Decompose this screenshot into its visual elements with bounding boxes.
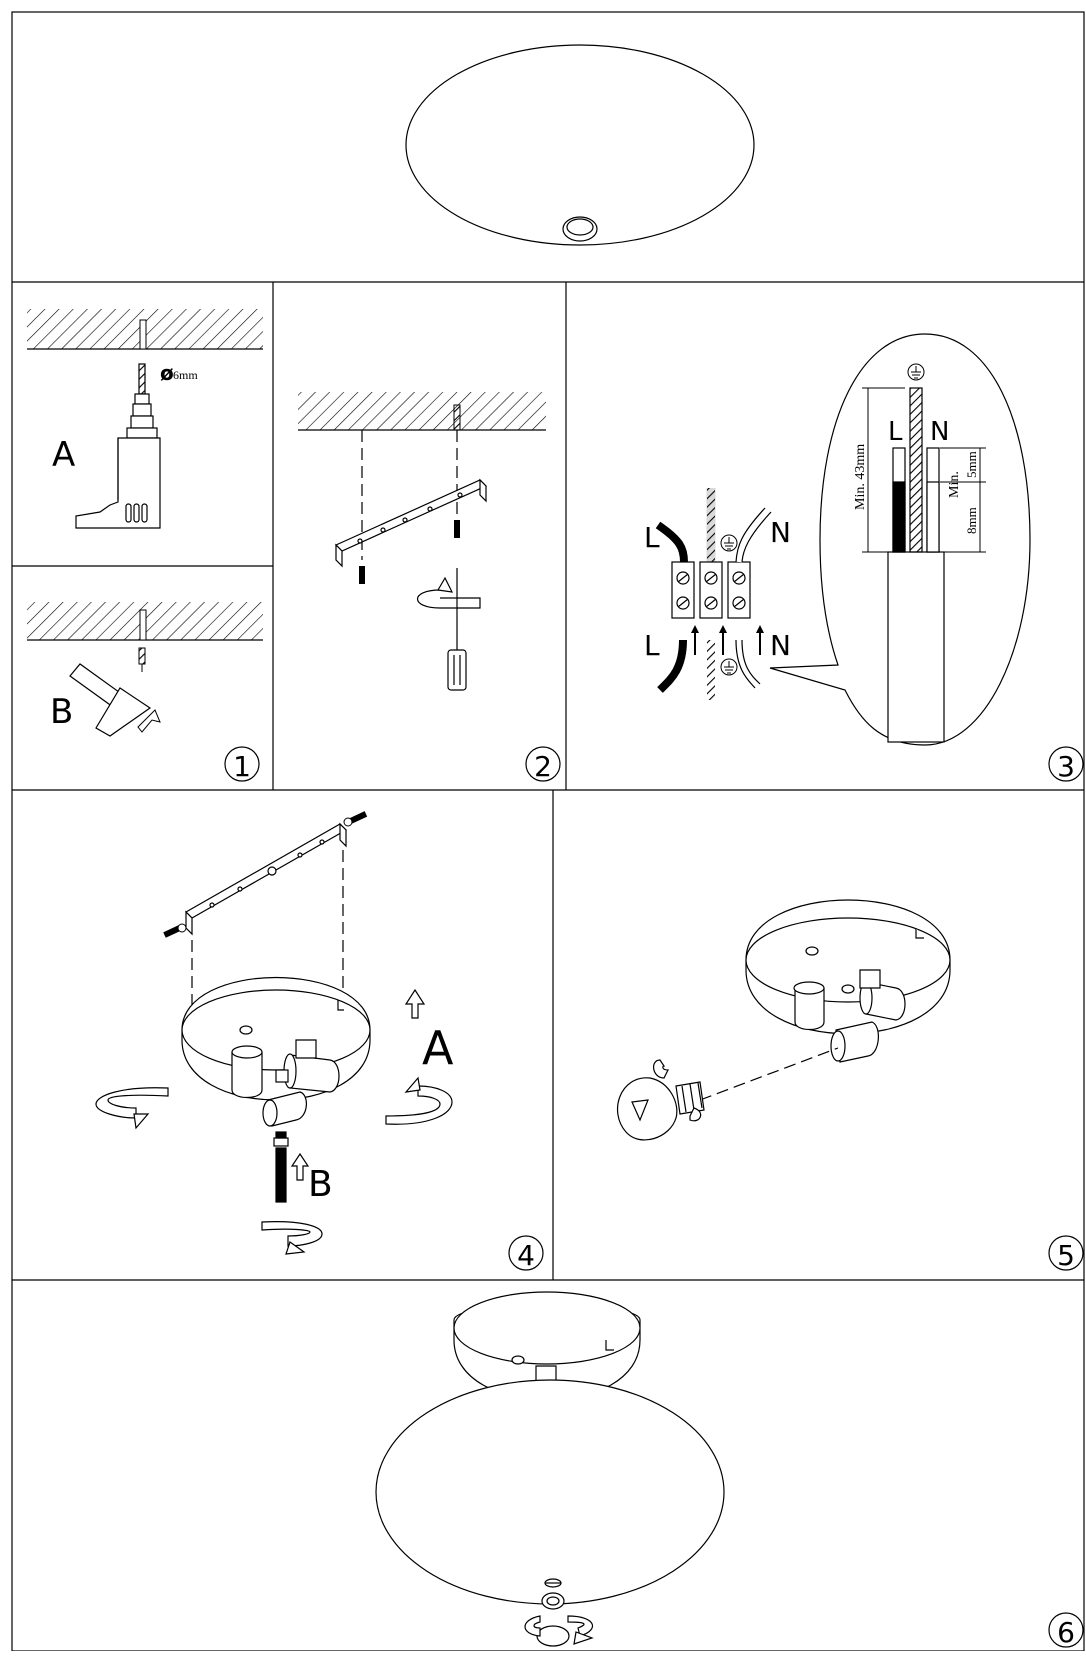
rotate-arrow-icon xyxy=(417,576,481,609)
screw-icon xyxy=(359,520,460,584)
insertion-arrows xyxy=(691,625,764,655)
glass-dome-6 xyxy=(375,1379,725,1605)
drill-icon xyxy=(75,363,161,529)
wall-plug-icon xyxy=(138,647,146,672)
panel-3: L N L N L N xyxy=(644,333,1084,783)
detail-label-n: N xyxy=(930,417,949,447)
step-badge-2 xyxy=(525,746,561,782)
dimension-8mm-label: 8mm xyxy=(964,507,979,534)
wire-label-l-top: L xyxy=(644,521,660,554)
wall-plug-2 xyxy=(453,404,461,431)
earth-ground-icon xyxy=(907,363,925,381)
rotate-arrow-icon xyxy=(653,1059,702,1122)
step-number-1: 1 xyxy=(233,750,251,783)
step-number-5: 5 xyxy=(1057,1239,1075,1272)
step-badge-5 xyxy=(1048,1235,1084,1271)
panel-5: 5 xyxy=(616,899,1084,1272)
step1-label-a: A xyxy=(52,435,75,475)
panel-4: A B 4 xyxy=(95,811,544,1272)
ceiling-hatch-2 xyxy=(298,392,546,430)
lamp-holder-icon xyxy=(231,1039,340,1127)
cable-detail xyxy=(887,387,945,743)
dimension-min-label: Min. xyxy=(947,471,962,498)
step4-label-a: A xyxy=(422,1021,454,1075)
up-arrow-icon xyxy=(290,1152,310,1181)
bulb-icon xyxy=(616,1077,705,1141)
drill-hole xyxy=(139,319,147,350)
step-number-6: 6 xyxy=(1057,1616,1075,1649)
lamp-holder-icon xyxy=(793,969,906,1063)
step-number-3: 3 xyxy=(1057,750,1075,783)
wire-label-l-bottom: L xyxy=(644,629,660,662)
wire-label-n-top: N xyxy=(770,516,791,549)
panel-2: 2 xyxy=(298,392,561,783)
supply-wires xyxy=(655,488,772,700)
wire-label-n-bottom: N xyxy=(770,629,791,662)
drill-diameter-label: 6mm xyxy=(173,368,198,382)
mounting-bracket-4 xyxy=(185,822,347,936)
step4-label-b: B xyxy=(308,1164,333,1205)
step1-label-b: B xyxy=(50,692,73,732)
terminal-block xyxy=(671,561,751,619)
dimension-lines xyxy=(862,387,986,553)
rotate-arrow-icon xyxy=(385,1076,453,1125)
up-arrow-icon xyxy=(137,709,161,733)
threaded-rod-icon xyxy=(273,1131,289,1203)
rotate-arrow-icon xyxy=(95,1087,169,1130)
screwdriver-icon xyxy=(447,568,467,691)
rotate-arrow-icon xyxy=(261,1221,323,1255)
mounting-bracket xyxy=(334,478,488,568)
step-badge-1 xyxy=(224,746,260,782)
glass-dome xyxy=(405,44,755,246)
step-badge-6 xyxy=(1048,1612,1084,1648)
step-number-4: 4 xyxy=(517,1239,535,1272)
overview-lamp xyxy=(405,44,755,246)
finial-knob xyxy=(562,216,598,242)
screw-icon xyxy=(163,811,368,938)
dimension-total-label: Min. 43mm xyxy=(853,444,868,510)
detail-label-l: L xyxy=(888,417,903,447)
rotate-arrow-icon xyxy=(524,1615,594,1645)
panel-1: ø 6mm A B 1 xyxy=(27,309,263,783)
diameter-symbol: ø xyxy=(160,361,174,385)
finial-knob xyxy=(536,1578,570,1647)
hammer-icon xyxy=(69,663,152,737)
step-badge-3 xyxy=(1048,746,1084,782)
up-arrow-icon xyxy=(404,988,426,1019)
dimension-5mm-label: 5mm xyxy=(964,451,979,478)
canopy-base-5 xyxy=(745,899,951,1035)
step-badge-4 xyxy=(508,1235,544,1271)
step-number-2: 2 xyxy=(534,750,552,783)
panel-6: 6 xyxy=(375,1291,1084,1649)
canopy-base-6 xyxy=(453,1291,641,1401)
earth-ground-icon xyxy=(720,534,738,676)
